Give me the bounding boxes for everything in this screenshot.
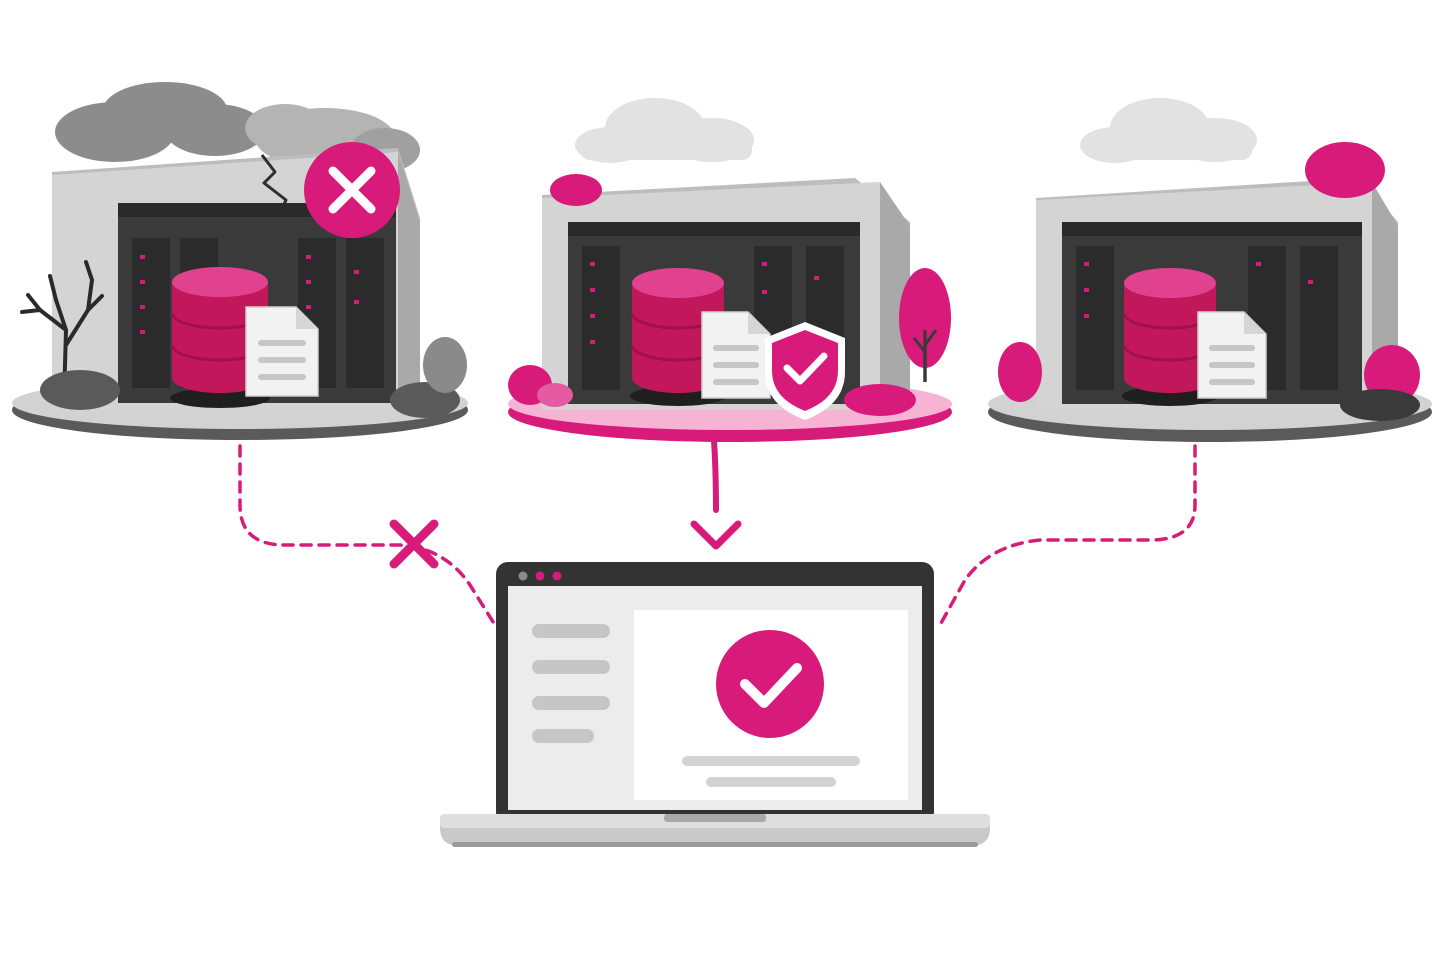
primary-datacenter-failed <box>12 82 468 440</box>
storm-cloud-icon <box>55 82 420 172</box>
secondary-datacenter-standby <box>988 98 1432 442</box>
sidebar-item[interactable] <box>532 624 610 638</box>
x-mark-icon <box>389 519 439 569</box>
document-icon <box>701 311 771 399</box>
sidebar-item[interactable] <box>532 660 610 674</box>
sidebar-item[interactable] <box>532 696 610 710</box>
database-icon <box>1122 268 1218 406</box>
cloud-icon <box>1080 98 1257 163</box>
window-dot-gray <box>518 571 528 581</box>
status-text-line <box>706 777 836 787</box>
window-dot-pink <box>535 571 545 581</box>
sidebar-item[interactable] <box>532 729 594 743</box>
database-icon <box>170 267 270 408</box>
trackpad-notch <box>664 814 766 822</box>
window-dot-pink <box>552 571 562 581</box>
document-icon <box>245 306 319 397</box>
cloud-icon <box>575 98 754 163</box>
database-icon <box>630 268 726 406</box>
backup-datacenter-protected <box>508 98 952 442</box>
laptop <box>440 562 990 847</box>
standby-connection-line <box>938 426 1197 627</box>
broken-connection-line <box>238 426 497 627</box>
document-icon <box>1197 311 1267 399</box>
tree-icon <box>899 268 951 382</box>
x-circle-icon <box>304 142 400 238</box>
app-sidebar <box>532 624 610 743</box>
check-circle-icon <box>716 630 824 738</box>
shield-check-icon <box>765 322 845 420</box>
status-text-line <box>682 756 860 766</box>
